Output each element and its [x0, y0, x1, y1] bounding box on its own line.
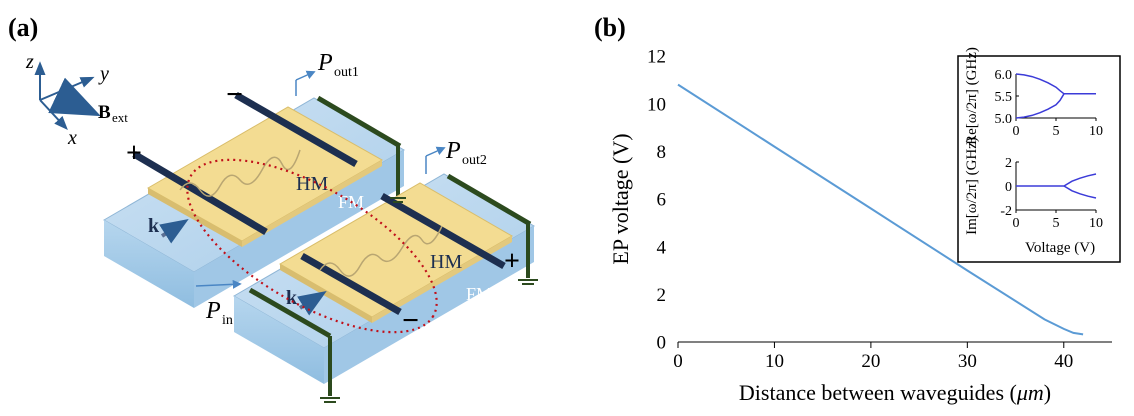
electrode-bottom-right: [380, 192, 506, 270]
p-out2-arrow: [425, 146, 446, 157]
p-in-arrow: [195, 279, 242, 289]
main-x-tick-label: 40: [1054, 351, 1073, 372]
coordinate-axes: z y x B ext: [25, 51, 128, 149]
inset-re-x-tick-label: 5: [1053, 124, 1060, 139]
p-out2-label: P: [445, 138, 461, 164]
ground-line-top: [316, 95, 402, 149]
p-in-label: P: [205, 298, 221, 324]
k-bottom-label: k: [286, 287, 298, 309]
inset-re-y-tick-label: 5.0: [995, 112, 1013, 127]
p-out1-label: P: [317, 50, 333, 76]
inset-im-y-tick-label: -2: [1000, 204, 1012, 219]
plus-top: +: [126, 138, 142, 169]
fm-front-face: [104, 220, 194, 308]
inset-re-y-tick-label: 5.5: [995, 90, 1013, 105]
main-x-tick-label: 30: [958, 351, 977, 372]
fm-bottom-label: FM: [466, 284, 492, 304]
main-y-tick-label: 12: [647, 47, 666, 68]
panel-b-label: (b): [594, 13, 626, 42]
inset-re-y-tick-label: 6.0: [995, 68, 1013, 83]
electrode-bottom-left: [300, 252, 402, 316]
main-series-line-0: [677, 83, 1084, 336]
main-y-tick-label: 10: [647, 94, 666, 115]
k-top-label: k: [148, 215, 160, 237]
ground-symbols: [320, 197, 538, 403]
main-x-axis-label: Distance between waveguides (μm): [739, 380, 1051, 405]
k-top-arrow: [159, 218, 189, 244]
inset-im-series-line-0: [1016, 173, 1097, 187]
fm-side-face: [194, 150, 404, 308]
main-x-tick-label: 10: [765, 351, 784, 372]
plus-bottom: +: [504, 246, 520, 277]
electrode-top-right: [234, 91, 358, 168]
main-y-tick-label: 4: [657, 237, 667, 258]
inset-re-chart: 5.0 5.5 6.0 0 5 10 Re[ω/2π] (GHz): [964, 47, 1103, 145]
p-out1-subscript: out1: [334, 65, 359, 80]
inset-im-x-tick-label: 10: [1089, 216, 1103, 231]
main-y-tick-label: 2: [657, 285, 667, 306]
main-y-tick-label: 6: [657, 190, 667, 211]
inset-re-y-label: Re[ω/2π] (GHz): [964, 47, 980, 145]
inset-im-y-tick-label: 2: [1005, 156, 1012, 171]
main-x-tick-label: 0: [673, 351, 683, 372]
axis-z-label: z: [25, 51, 34, 73]
inset-im-series-line-1: [1063, 185, 1097, 199]
inset-re-series-line-1: [1015, 93, 1065, 119]
inset-re-x-tick-label: 0: [1013, 124, 1020, 139]
spin-wave-bottom: [319, 225, 443, 277]
inset-im-x-label: Voltage (V): [1025, 240, 1095, 256]
panel-a: (a) z y x B ext HM FM: [8, 13, 538, 403]
inset-re-x-tick-label: 10: [1089, 124, 1103, 139]
b-ext-label: B: [98, 102, 111, 123]
inset-im-x-tick-label: 5: [1053, 216, 1060, 231]
panel-a-label: (a): [8, 13, 38, 42]
waveguide-top: HM FM k + − P out1: [103, 50, 405, 308]
hm-top-label: HM: [296, 173, 328, 195]
p-out1-arrow: [295, 70, 316, 81]
inset-im-x-tick-label: 0: [1013, 216, 1020, 231]
hm-bottom-label: HM: [430, 251, 462, 273]
main-y-axis-label: EP voltage (V): [608, 133, 633, 264]
k-bottom-arrow: [297, 290, 327, 316]
spin-wave-top: [179, 149, 301, 197]
main-x-tick-label: 20: [861, 351, 880, 372]
axis-y-label: y: [98, 63, 109, 85]
main-y-tick-label: 0: [657, 333, 667, 354]
inset-im-y-label: Im[ω/2π] (GHz): [964, 137, 980, 235]
p-out2-subscript: out2: [462, 153, 487, 168]
b-ext-subscript: ext: [112, 110, 128, 125]
axis-x-label: x: [67, 127, 77, 149]
minus-bottom: −: [402, 304, 419, 337]
main-y-tick-label: 8: [657, 142, 667, 163]
inset-re-series-line-0: [1015, 73, 1096, 95]
inset-im-y-tick-label: 0: [1005, 180, 1012, 195]
minus-top: −: [226, 78, 243, 111]
coupling-loop: [186, 158, 438, 334]
electrode-top-left: [132, 150, 268, 236]
p-in-subscript: in: [222, 313, 233, 328]
waveguide-bottom: HM FM k + − P out2 P in: [195, 138, 535, 396]
